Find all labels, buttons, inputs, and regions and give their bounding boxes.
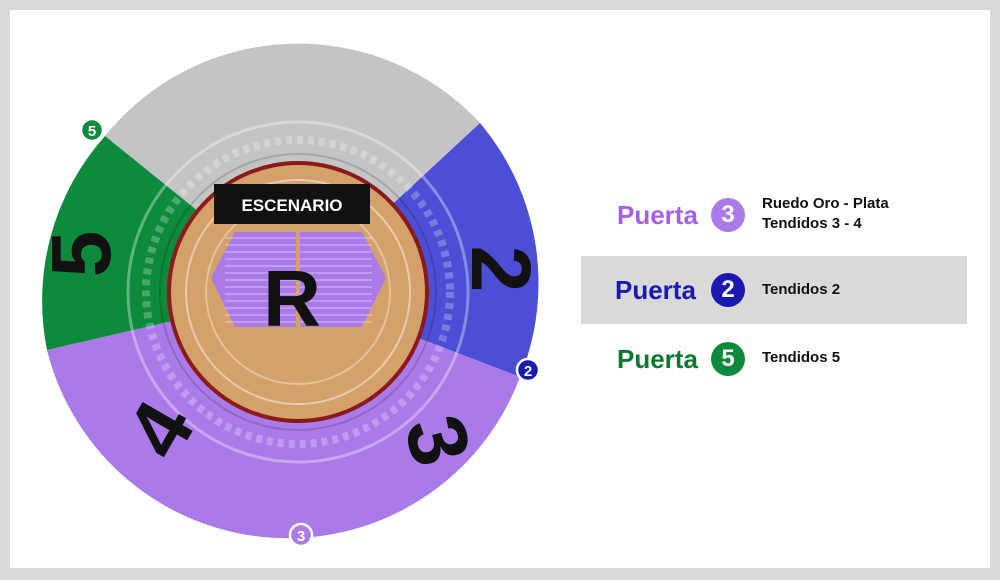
- seating-ring-rows: [142, 136, 454, 448]
- gate-2-number: 2: [524, 363, 532, 380]
- legend-puerta-word: Puerta: [617, 344, 698, 374]
- legend-puerta-number: 5: [711, 342, 745, 376]
- floor-seating-rows: [225, 232, 372, 327]
- sector-2-label: 2: [454, 246, 548, 293]
- legend-row-puerta-3[interactable]: Puerta 3 Ruedo Oro - Plata Tendidos 3 - …: [581, 180, 967, 248]
- stage-box: [214, 184, 370, 224]
- gate-5-number: 5: [88, 123, 96, 140]
- map-frame: ESCENARIO R 2 3 4 5 5 2 3 Puerta 3 Ruedo…: [10, 10, 990, 568]
- seating-ring-inner: [159, 153, 437, 431]
- legend-puerta-number: 2: [711, 273, 745, 307]
- ring-line-outer: [185, 179, 411, 405]
- legend-row-puerta-5[interactable]: Puerta 5 Tendidos 5: [581, 324, 967, 392]
- legend-puerta-number: 3: [711, 198, 745, 232]
- legend-desc-line-1: Tendidos 5: [762, 349, 841, 366]
- gate-3-number: 3: [297, 528, 305, 545]
- seating-ring-outer: [126, 120, 470, 464]
- sector-5-label: 5: [34, 231, 128, 278]
- legend-desc-line-1: Ruedo Oro - Plata: [762, 195, 889, 212]
- stage-label: ESCENARIO: [241, 196, 342, 215]
- legend-puerta-word: Puerta: [617, 200, 698, 230]
- legend-row-puerta-2[interactable]: Puerta 2 Tendidos 2: [581, 256, 967, 324]
- legend-desc-line-1: Tendidos 2: [762, 281, 841, 298]
- gate-5-marker[interactable]: 5: [79, 117, 105, 143]
- gate-2-marker[interactable]: 2: [515, 357, 541, 383]
- arena-map: ESCENARIO R 2 3 4 5 5 2 3: [34, 43, 548, 548]
- gate-3-marker[interactable]: 3: [288, 522, 314, 548]
- legend-puerta-word: Puerta: [615, 275, 696, 305]
- legend-desc-line-2: Tendidos 3 - 4: [762, 215, 862, 232]
- ring-label: R: [263, 254, 321, 343]
